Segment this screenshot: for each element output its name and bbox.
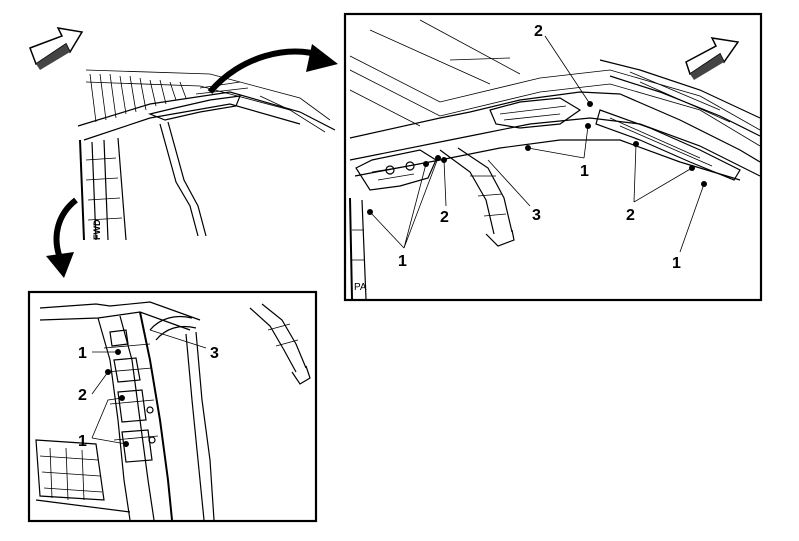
callout-number: 2 [78, 387, 87, 404]
roof-hatch [89, 73, 291, 123]
callout-number: 2 [440, 209, 449, 226]
curved-pointer-arrow-icon [46, 197, 78, 278]
callout-number: 1 [78, 345, 87, 362]
callout-number: 2 [534, 23, 543, 40]
detail-pillar-panel: 1 3 2 1 [27, 290, 318, 523]
overview-drawing: FWD [29, 27, 338, 278]
callout-number: 2 [626, 207, 635, 224]
callout-number: 1 [672, 255, 681, 272]
callout-number: 1 [580, 163, 589, 180]
forward-arrow-icon [29, 27, 84, 70]
detail-roof-panel: PA 2 1 2 3 1 2 1 [343, 12, 763, 302]
pa-label: PA [354, 282, 367, 293]
curved-pointer-arrow-icon [207, 44, 338, 94]
callout-number: 3 [210, 345, 219, 362]
fwd-side-label: FWD [92, 219, 102, 240]
callout-number: 1 [78, 433, 87, 450]
callout-number: 1 [398, 253, 407, 270]
callout-number: 3 [532, 207, 541, 224]
forward-arrow-icon [685, 37, 740, 80]
